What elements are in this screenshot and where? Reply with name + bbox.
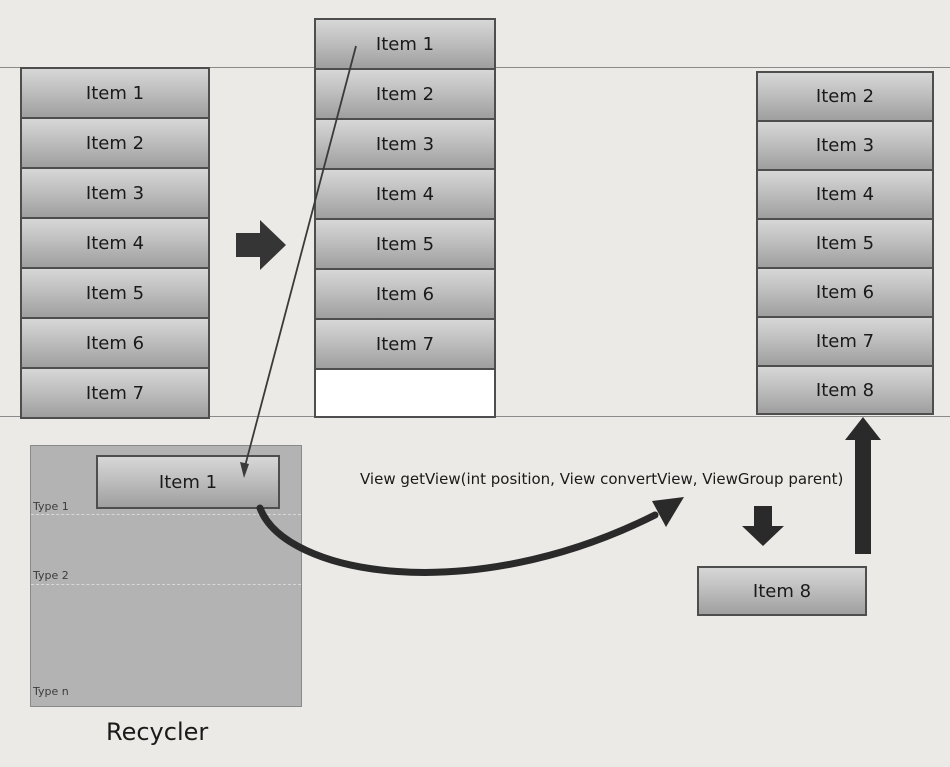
up-arrow-shaft	[855, 438, 871, 554]
recycle-connector-arrowhead	[240, 462, 249, 478]
list-item: Item 7	[20, 367, 210, 419]
recycler-type-label: Type 2	[33, 569, 69, 582]
up-arrow-icon	[845, 417, 881, 440]
list-item: Item 4	[314, 168, 496, 220]
list-item: Item 6	[756, 267, 934, 318]
list-item: Item 6	[20, 317, 210, 369]
new-item: Item 8	[697, 566, 867, 616]
list-item: Item 5	[20, 267, 210, 319]
recycler-label: Recycler	[106, 718, 209, 746]
list-item: Item 3	[314, 118, 496, 170]
scroll-right-arrow-icon	[236, 220, 286, 270]
list-item: Item 2	[756, 71, 934, 122]
recycler-type-label: Type n	[33, 685, 69, 698]
list-item: Item 8	[756, 365, 934, 415]
list-item: Item 3	[756, 120, 934, 171]
list-item: Item 4	[20, 217, 210, 269]
list-item: Item 5	[314, 218, 496, 270]
recycler-type-label: Type 1	[33, 500, 69, 513]
recycled-item: Item 1	[96, 455, 280, 509]
recycler-type-divider	[31, 584, 301, 585]
list-item: Item 4	[756, 169, 934, 220]
list-item: Item 7	[756, 316, 934, 367]
list-item: Item 6	[314, 268, 496, 320]
recycle-connector-line	[243, 45, 357, 471]
recycler-type-divider	[31, 514, 301, 515]
list-item: Item 2	[20, 117, 210, 169]
list-item: Item 2	[314, 68, 496, 120]
list-item: Item 1	[314, 18, 496, 70]
convert-view-curve	[256, 504, 659, 576]
list-item: Item 7	[314, 318, 496, 370]
convert-view-arrowhead-icon	[652, 497, 684, 527]
getview-caption: View getView(int position, View convertV…	[360, 470, 844, 488]
empty-slot	[314, 368, 496, 418]
down-arrow-icon	[742, 506, 784, 546]
